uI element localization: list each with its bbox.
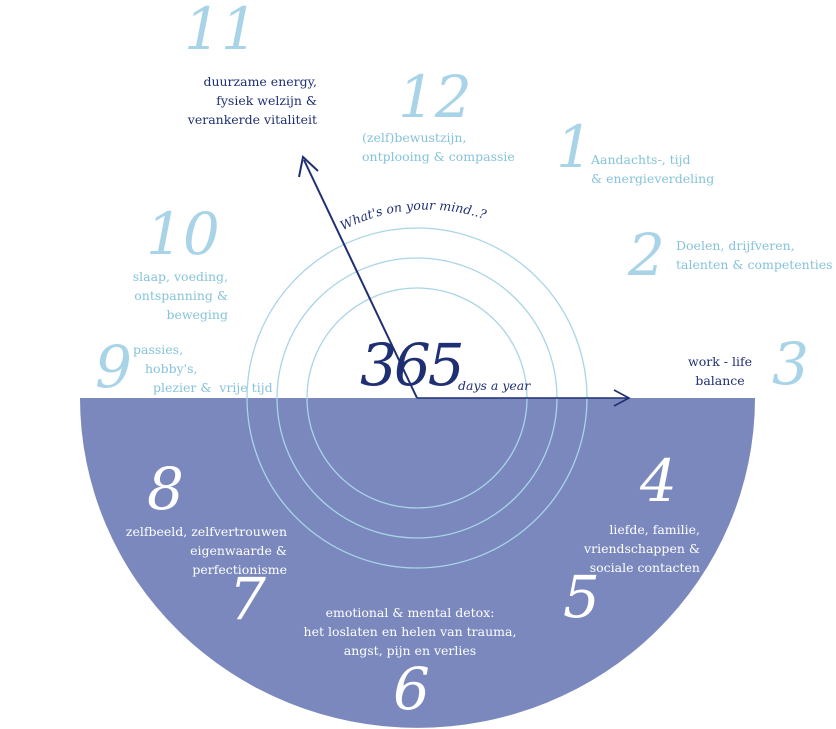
segment-1-label: Aandachts-, tijd & energieverdeling xyxy=(591,152,715,186)
segment-2-number: 2 xyxy=(628,221,665,289)
segment-6-number: 6 xyxy=(393,655,430,723)
segment-3-label: work - life balance xyxy=(688,354,752,388)
segment-12-number: 12 xyxy=(398,63,472,131)
arrow-up-shaft xyxy=(303,159,418,399)
segment-4-number: 4 xyxy=(640,447,677,515)
segment-1-number: 1 xyxy=(556,113,593,181)
arrow-right-head xyxy=(613,389,631,407)
segment-6-label: emotional & mental detox: het loslaten e… xyxy=(303,605,517,658)
segment-9-label-line: passies, xyxy=(133,342,184,357)
segment-5-number: 5 xyxy=(563,563,600,631)
segment-11-label: duurzame energy, fysiek welzijn & verank… xyxy=(187,74,317,127)
lower-half-disc xyxy=(80,398,755,728)
center-subtitle: days a year xyxy=(458,378,531,393)
arrow-up-head xyxy=(298,155,319,178)
segment-9-label: passies, hobby's, plezier & vrije tijd xyxy=(133,340,273,397)
segment-3-number: 3 xyxy=(772,330,809,398)
segment-8-number: 8 xyxy=(147,455,184,523)
segment-11-number: 11 xyxy=(184,0,258,63)
segment-9-label-line: hobby's, xyxy=(145,361,198,376)
segment-10-label: slaap, voeding, ontspanning & beweging xyxy=(132,269,228,322)
segment-10-number: 10 xyxy=(146,200,220,268)
center-number: 365 xyxy=(360,331,465,399)
segment-7-number: 7 xyxy=(229,565,266,633)
segment-2-label: Doelen, drijfveren, talenten & competent… xyxy=(676,238,833,272)
segment-8-label: zelfbeeld, zelfvertrouwen eigenwaarde & … xyxy=(125,524,287,577)
segment-12-label: (zelf)bewustzijn, ontplooing & compassie xyxy=(362,130,515,164)
segment-9-label-line: plezier & vrije tijd xyxy=(153,380,273,395)
segment-4-label: liefde, familie, vriendschappen & social… xyxy=(584,522,700,575)
segment-9-number: 9 xyxy=(95,333,132,401)
